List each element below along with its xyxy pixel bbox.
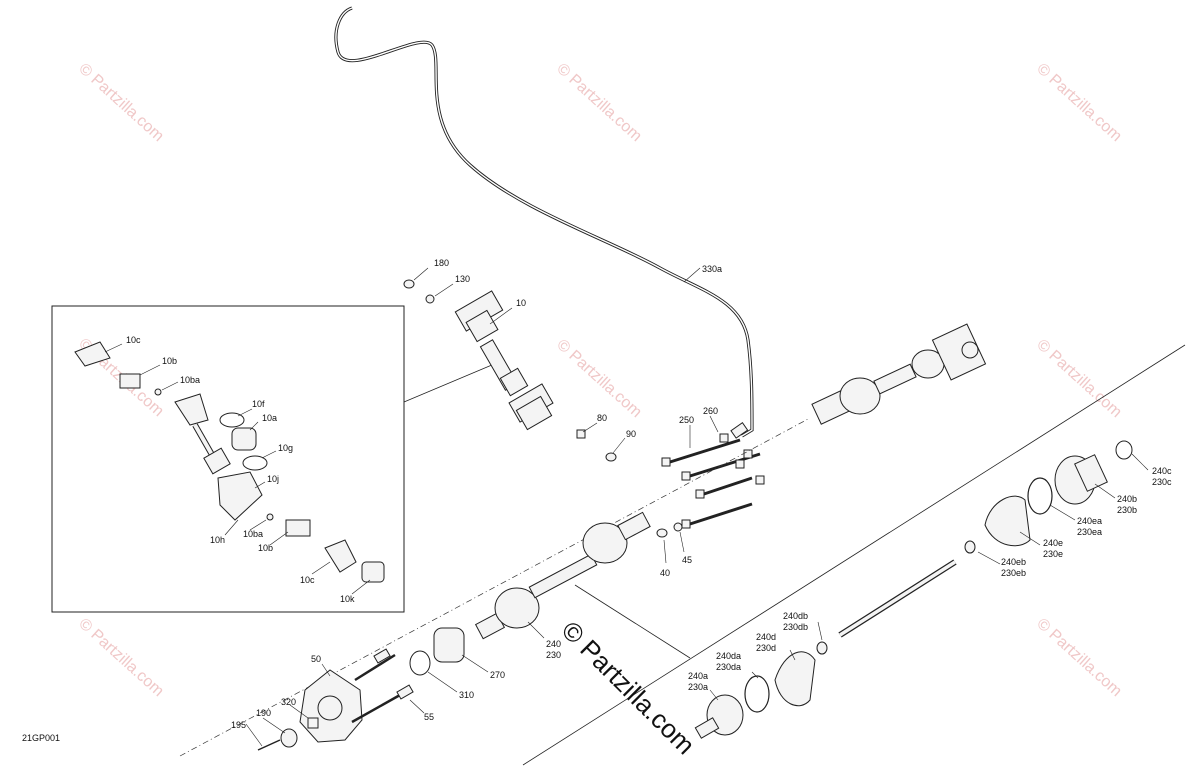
ring-310 [409, 650, 431, 676]
cable-330a-inner [335, 7, 753, 437]
clip-240c [1115, 440, 1133, 460]
clamp-240eb [964, 540, 976, 554]
boot-240d [774, 651, 816, 707]
label-320: 320 [281, 697, 296, 707]
label-45: 45 [682, 555, 692, 565]
watermark: © Partzilla.com [553, 60, 644, 145]
label-195: 195 [231, 720, 246, 730]
part-labels: 330a 180 130 10 80 90 250 260 40 45 240 … [126, 258, 1172, 730]
label-240d: 240d [756, 632, 776, 642]
bolts-250 [661, 433, 765, 529]
axis-line [179, 417, 811, 757]
nut-80 [576, 429, 586, 439]
label-130: 130 [455, 274, 470, 284]
washer-320 [307, 717, 319, 729]
diagram-code: 21GP001 [22, 733, 60, 743]
label-inset-10k: 10k [340, 594, 355, 604]
label-240b: 240b [1117, 494, 1137, 504]
label-230b: 230b [1117, 505, 1137, 515]
nut-130 [425, 294, 435, 304]
label-270: 270 [490, 670, 505, 680]
label-inset-10b-bot: 10b [258, 543, 273, 553]
label-230: 230 [546, 650, 561, 660]
washer-180 [403, 279, 415, 289]
watermark-group: © Partzilla.com © Partzilla.com © Partzi… [75, 60, 1124, 700]
cv-joint-240b [1054, 454, 1108, 505]
washer-45 [673, 522, 683, 532]
label-230d: 230d [756, 643, 776, 653]
drive-shaft-240 [474, 511, 651, 640]
cable-330a [334, 6, 754, 438]
label-55: 55 [424, 712, 434, 722]
watermark: © Partzilla.com [553, 336, 644, 421]
label-230ea: 230ea [1077, 527, 1102, 537]
leader-lines [104, 267, 1149, 747]
label-230da: 230da [716, 662, 741, 672]
clamp-240db [816, 641, 828, 655]
prop-shaft-10 [454, 290, 554, 431]
watermark: © Partzilla.com [1033, 60, 1124, 145]
label-230eb: 230eb [1001, 568, 1026, 578]
label-10: 10 [516, 298, 526, 308]
clamp-240da [744, 675, 770, 713]
label-inset-10g: 10g [278, 443, 293, 453]
label-180: 180 [434, 258, 449, 268]
nut-190 [280, 728, 298, 748]
label-50: 50 [311, 654, 321, 664]
label-inset-10f: 10f [252, 399, 265, 409]
label-inset-10ba-top: 10ba [180, 375, 200, 385]
watermark: © Partzilla.com [1033, 615, 1124, 700]
label-230e: 230e [1043, 549, 1063, 559]
cv-joint-240a [694, 694, 744, 739]
label-240ea: 240ea [1077, 516, 1102, 526]
detail-panel-edge [522, 344, 1186, 766]
bearing-270 [433, 627, 465, 663]
label-240c: 240c [1152, 466, 1172, 476]
label-190: 190 [256, 708, 271, 718]
drive-shaft-upper [811, 323, 987, 425]
label-inset-10c-top: 10c [126, 335, 141, 345]
cable-end-fitting [730, 422, 749, 439]
label-230c: 230c [1152, 477, 1172, 487]
label-240: 240 [546, 639, 561, 649]
label-240a: 240a [688, 671, 708, 681]
label-240eb: 240eb [1001, 557, 1026, 567]
label-inset-10h: 10h [210, 535, 225, 545]
label-240da: 240da [716, 651, 741, 661]
inset-callout-line [403, 361, 500, 403]
detail-inset-frame [51, 305, 405, 613]
label-80: 80 [597, 413, 607, 423]
label-inset-10j: 10j [267, 474, 279, 484]
label-230db: 230db [783, 622, 808, 632]
label-inset-10a: 10a [262, 413, 277, 423]
nut-40 [656, 528, 668, 538]
boot-240e [984, 495, 1031, 547]
label-inset-10b-top: 10b [162, 356, 177, 366]
label-90: 90 [626, 429, 636, 439]
watermark: © Partzilla.com [1033, 336, 1124, 421]
label-inset-10ba-bot: 10ba [243, 529, 263, 539]
clamp-240ea [1027, 477, 1053, 515]
panel-callout-line [574, 584, 691, 659]
watermark: © Partzilla.com [75, 60, 166, 145]
washer-90 [605, 452, 617, 462]
label-310: 310 [459, 690, 474, 700]
label-230a: 230a [688, 682, 708, 692]
label-260: 260 [703, 406, 718, 416]
label-40: 40 [660, 568, 670, 578]
watermark-large: © Partzilla.com [556, 615, 701, 760]
label-inset-10c-bot: 10c [300, 575, 315, 585]
watermark: © Partzilla.com [75, 615, 166, 700]
label-330a: 330a [702, 264, 722, 274]
label-240e: 240e [1043, 538, 1063, 548]
label-240db: 240db [783, 611, 808, 621]
cotter-pin-195 [257, 739, 281, 751]
label-250: 250 [679, 415, 694, 425]
inset-parts [74, 341, 385, 583]
